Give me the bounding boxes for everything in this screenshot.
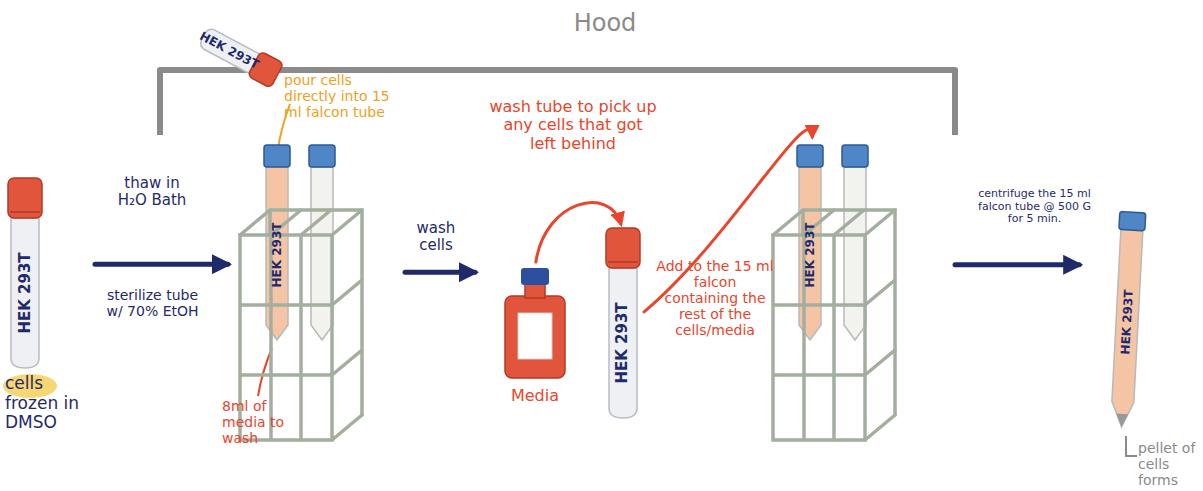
tube-rack-outline xyxy=(765,140,900,450)
falcon-tube: HEK 293T xyxy=(1106,211,1148,434)
edge-label: centrifuge the 15 ml falcon tube @ 500 G… xyxy=(972,188,1097,226)
vial-label: HEK 293T xyxy=(804,223,816,288)
callout-text: pellet of cells forms xyxy=(1138,440,1203,488)
node-heading: Media xyxy=(511,388,559,404)
media-bottle: Media xyxy=(500,268,570,413)
flow-arrow xyxy=(955,262,1079,267)
vial-cap xyxy=(606,228,640,268)
tube-cap xyxy=(309,145,335,167)
note-text: sterilize tube w/ 70% EtOH xyxy=(100,287,205,319)
callout-text: 8ml of media to wash xyxy=(222,398,304,446)
flow-arrow xyxy=(95,262,228,267)
vial-label: HEK 293T xyxy=(1119,289,1134,354)
vial-label: HEK 293T xyxy=(615,302,630,383)
rack-back xyxy=(270,210,362,415)
vial-label: HEK 293T xyxy=(18,252,33,333)
rack-side xyxy=(865,280,895,375)
rack-side xyxy=(332,280,362,375)
flow-arrow xyxy=(405,270,475,275)
cell-pellet xyxy=(1116,414,1129,428)
tube-cap xyxy=(797,145,823,167)
falcon-tube xyxy=(311,167,333,340)
cap-ridge xyxy=(10,211,40,213)
bottle-body xyxy=(505,296,565,378)
edge-label: thaw in H₂O Bath xyxy=(112,175,192,210)
falcon-tube xyxy=(844,167,866,340)
bottle-cap xyxy=(521,268,549,285)
vial-label: HEK 293T xyxy=(271,223,283,288)
vial-body xyxy=(11,218,39,368)
cap-ridge xyxy=(608,261,638,263)
cryo-vial: HEK 293T xyxy=(196,24,283,88)
cryo-vial: HEK 293T xyxy=(5,178,45,370)
callout-text: pour cells directly into 15 ml falcon tu… xyxy=(284,72,392,120)
cryo-vial: HEK 293T xyxy=(603,228,641,420)
vial-body xyxy=(198,27,261,75)
rack-front xyxy=(773,235,865,440)
rack-back xyxy=(803,210,895,415)
edge-label: Add to the 15 ml falcon containing the r… xyxy=(655,258,775,338)
leader-hook xyxy=(1126,436,1137,456)
vial-body xyxy=(609,268,637,418)
rack-top xyxy=(773,210,895,440)
tube-cap xyxy=(842,145,868,167)
bottle-label xyxy=(518,313,552,359)
tube-rack: HEK 293T xyxy=(765,140,900,450)
note-text: wash tube to pick up any cells that got … xyxy=(488,98,658,153)
vial-cap xyxy=(8,178,42,218)
note-text: cells frozen in DMSO xyxy=(5,374,87,433)
tube-cap xyxy=(1119,211,1146,230)
bracket-label: Hood xyxy=(555,10,655,38)
bottle-neck xyxy=(525,284,545,298)
tube-cap xyxy=(264,145,290,167)
falcon-tube xyxy=(1111,230,1143,428)
edge-label: wash cells xyxy=(400,220,472,255)
